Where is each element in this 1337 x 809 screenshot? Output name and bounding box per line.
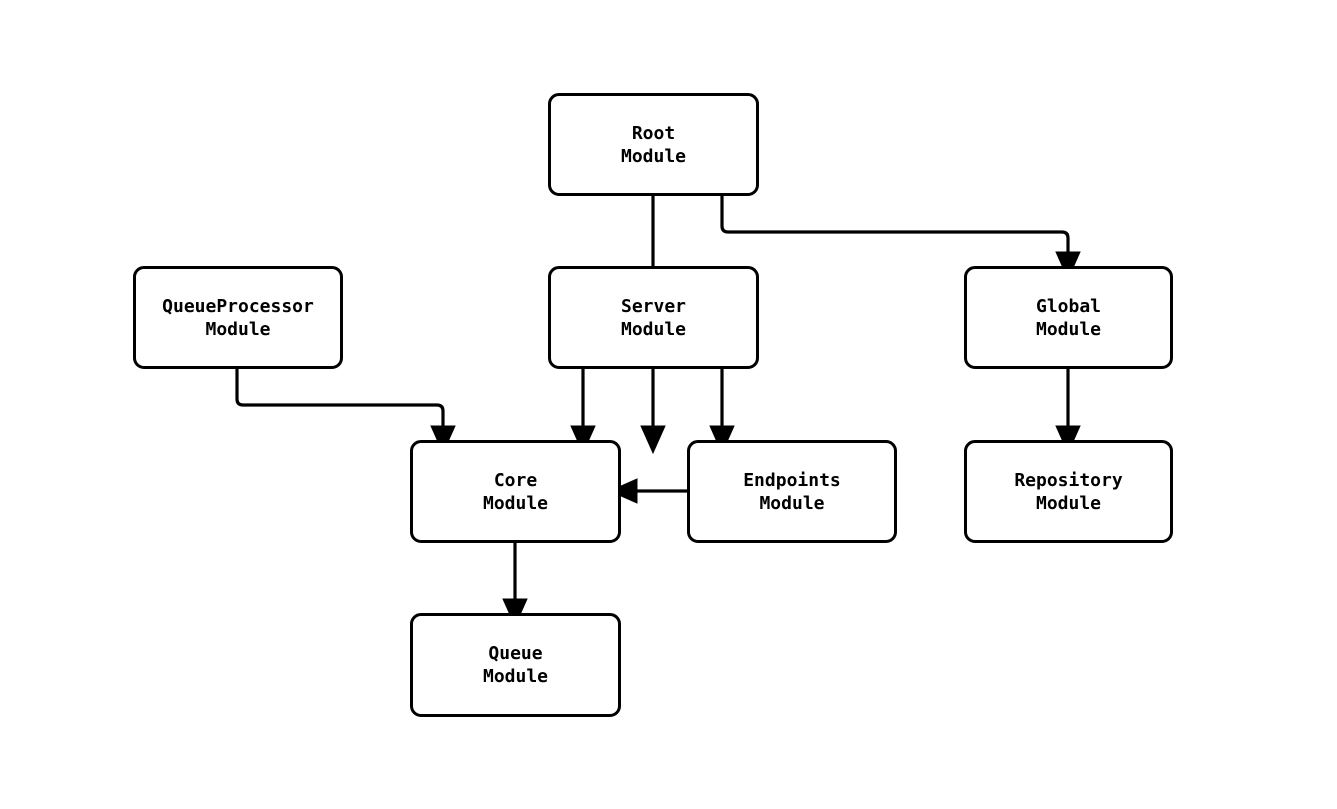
node-server-module-label: Server Module bbox=[620, 295, 687, 340]
node-core-module[interactable]: Core Module bbox=[410, 440, 621, 543]
node-global-module-label: Global Module bbox=[1035, 295, 1102, 340]
node-core-module-label: Core Module bbox=[482, 469, 549, 514]
node-queueprocessor-module[interactable]: QueueProcessor Module bbox=[133, 266, 343, 369]
node-repository-module-label: Repository Module bbox=[1014, 469, 1123, 514]
node-endpoints-module[interactable]: Endpoints Module bbox=[687, 440, 897, 543]
node-repository-module[interactable]: Repository Module bbox=[964, 440, 1173, 543]
edge-root-to-global bbox=[720, 196, 1081, 281]
edge-queueprocessor-to-core bbox=[235, 369, 456, 455]
node-global-module[interactable]: Global Module bbox=[964, 266, 1173, 369]
node-endpoints-module-label: Endpoints Module bbox=[743, 469, 841, 514]
node-queue-module-label: Queue Module bbox=[482, 643, 549, 687]
node-queue-module[interactable]: Queue Module bbox=[410, 613, 621, 717]
node-queueprocessor-module-label: QueueProcessor Module bbox=[162, 295, 314, 340]
node-root-module-label: Root Module bbox=[620, 122, 687, 167]
node-root-module[interactable]: Root Module bbox=[548, 93, 759, 196]
node-server-module[interactable]: Server Module bbox=[548, 266, 759, 369]
